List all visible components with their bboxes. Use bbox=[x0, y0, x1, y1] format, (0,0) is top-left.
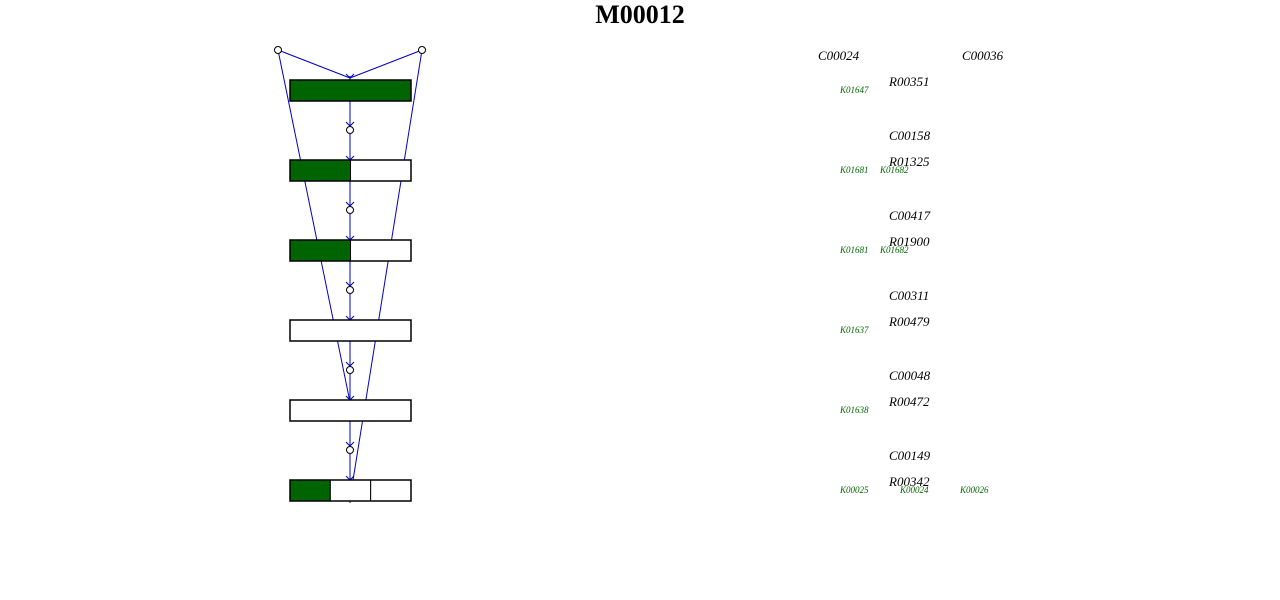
compound-label: C00417 bbox=[889, 208, 931, 223]
edge-top-left-long bbox=[277, 49, 351, 403]
reaction-label: R00479 bbox=[888, 314, 930, 329]
edge-layer bbox=[277, 49, 423, 503]
reaction-box[interactable] bbox=[289, 79, 412, 102]
compound-node[interactable] bbox=[346, 286, 354, 294]
edge-top-right-to-first bbox=[349, 49, 423, 79]
ko-label: K01681 bbox=[839, 245, 869, 255]
reaction-label: R00351 bbox=[888, 74, 929, 89]
ko-label: K01682 bbox=[879, 165, 909, 175]
reaction-box-segment[interactable] bbox=[350, 159, 412, 182]
page-title: M00012 bbox=[595, 0, 685, 29]
reaction-label: R01325 bbox=[888, 154, 930, 169]
compound-node[interactable] bbox=[346, 206, 354, 214]
compound-label: C00158 bbox=[889, 128, 931, 143]
compound-label: C00036 bbox=[962, 48, 1004, 63]
compound-label: C00048 bbox=[889, 368, 931, 383]
compound-label: C00311 bbox=[889, 288, 929, 303]
compound-node-top-left[interactable] bbox=[274, 46, 282, 54]
reaction-box-segment[interactable] bbox=[289, 239, 351, 262]
ko-label: K01637 bbox=[839, 325, 869, 335]
reaction-box-segment[interactable] bbox=[289, 79, 412, 102]
ko-label: K01682 bbox=[879, 245, 909, 255]
reaction-label: R01900 bbox=[888, 234, 930, 249]
ko-label: K01681 bbox=[839, 165, 869, 175]
reaction-box-segment[interactable] bbox=[289, 159, 351, 182]
reaction-label: R00342 bbox=[888, 474, 930, 489]
ko-label: K00024 bbox=[899, 485, 929, 495]
compound-node-layer bbox=[274, 46, 426, 454]
compound-label: C00149 bbox=[889, 448, 931, 463]
reaction-box-segment[interactable] bbox=[289, 319, 412, 342]
compound-node[interactable] bbox=[346, 446, 354, 454]
reaction-box[interactable] bbox=[289, 319, 412, 342]
compound-node[interactable] bbox=[346, 126, 354, 134]
edge-top-left-to-first bbox=[277, 49, 351, 79]
reaction-box-segment[interactable] bbox=[329, 479, 372, 502]
ko-label: K00025 bbox=[839, 485, 869, 495]
reaction-box[interactable] bbox=[289, 159, 412, 182]
ko-label: K01638 bbox=[839, 405, 869, 415]
reaction-box-segment[interactable] bbox=[350, 239, 412, 262]
reaction-box[interactable] bbox=[289, 399, 412, 422]
reaction-box-segment[interactable] bbox=[370, 479, 412, 502]
ko-label: K00026 bbox=[959, 485, 989, 495]
reaction-label: R00472 bbox=[888, 394, 930, 409]
edge-top-right-long bbox=[349, 49, 423, 500]
compound-node[interactable] bbox=[346, 366, 354, 374]
reaction-box-segment[interactable] bbox=[289, 399, 412, 422]
reaction-box-segment[interactable] bbox=[289, 479, 331, 502]
reaction-box[interactable] bbox=[289, 479, 412, 502]
reaction-box[interactable] bbox=[289, 239, 412, 262]
ko-label: K01647 bbox=[839, 85, 869, 95]
reaction-box-layer bbox=[289, 79, 412, 502]
compound-label: C00024 bbox=[818, 48, 860, 63]
compound-node-top-right[interactable] bbox=[418, 46, 426, 54]
